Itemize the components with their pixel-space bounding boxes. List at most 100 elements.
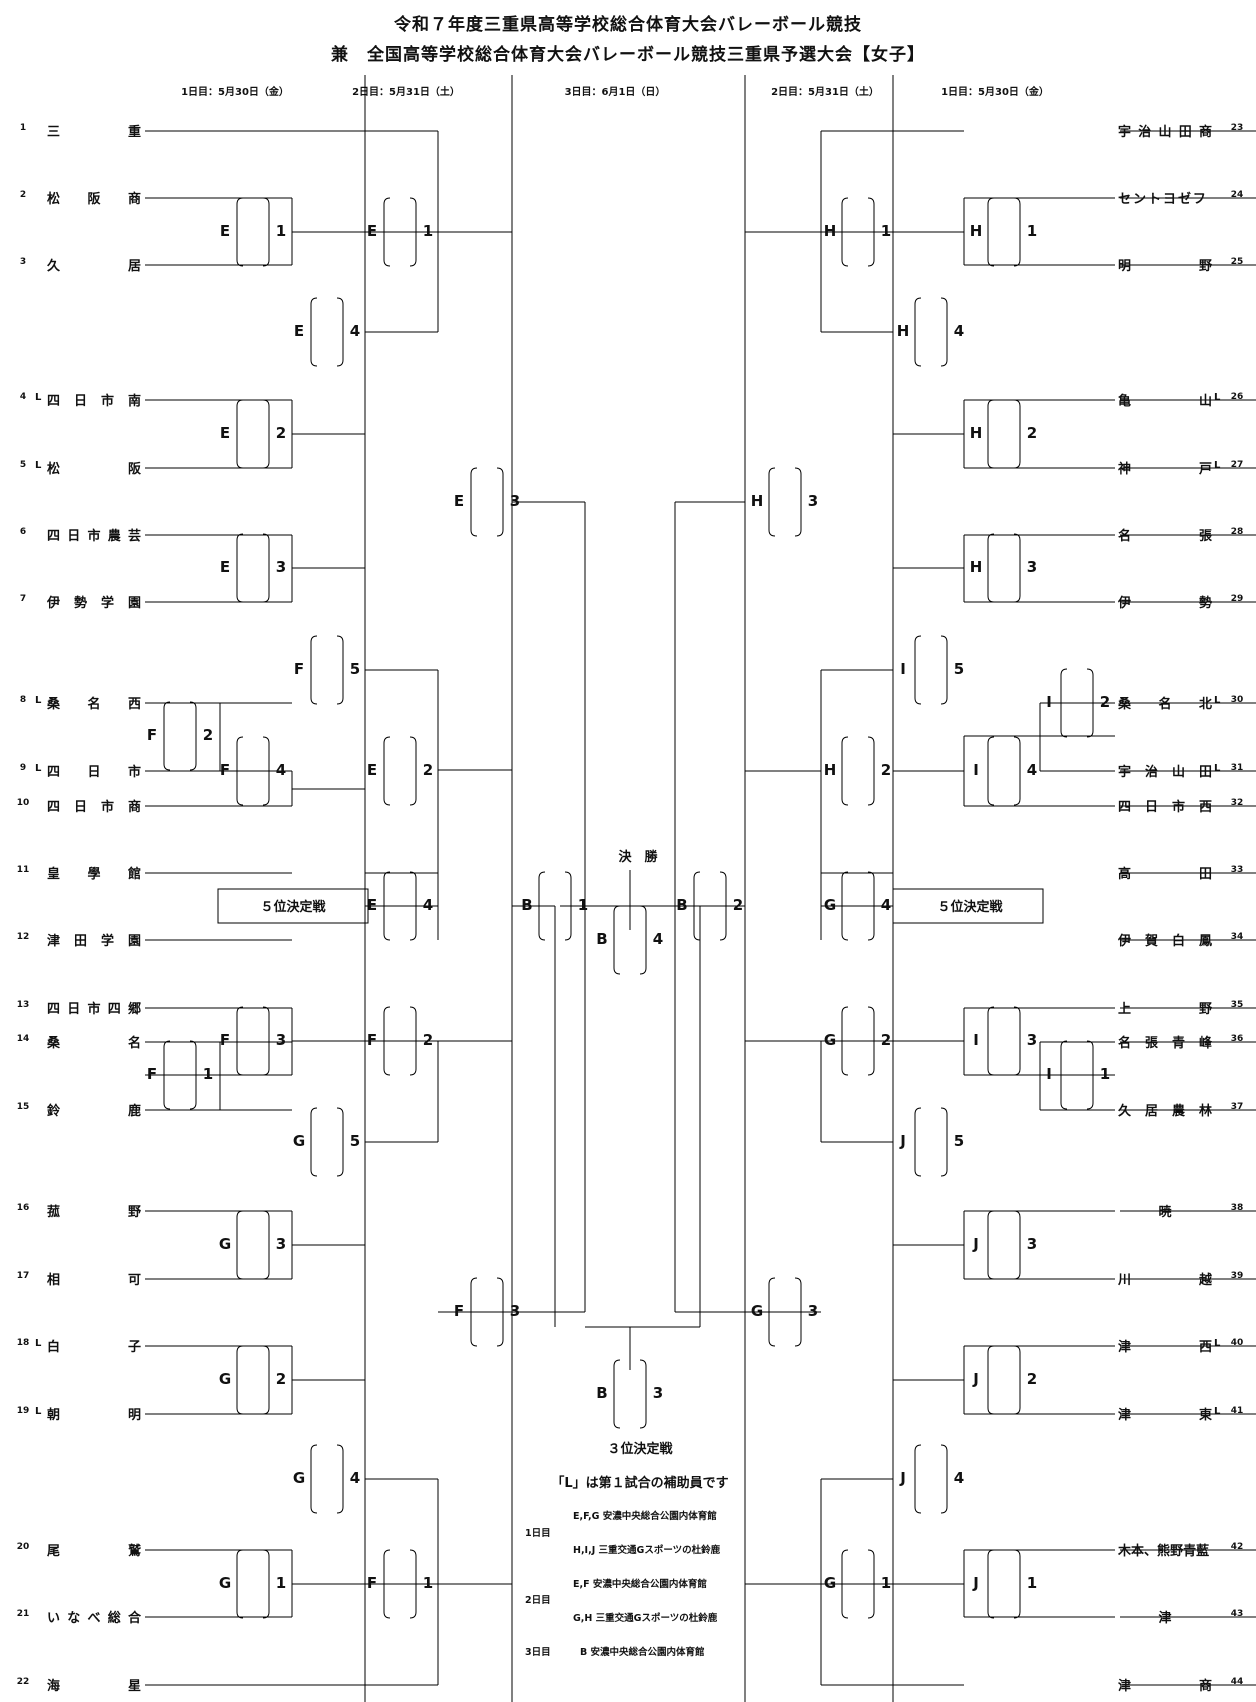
team-name: 三重 [47, 125, 141, 140]
match-35-left-bracket [914, 1107, 922, 1177]
match-30-left-bracket [841, 736, 849, 806]
match-court-label: E [453, 492, 465, 510]
helper-flag: L [35, 1338, 42, 1349]
match-number-label: 5 [349, 1132, 361, 1150]
team-name: 朝明 [47, 1408, 141, 1423]
match-24-left-bracket [987, 399, 995, 469]
match-35-right-bracket [940, 1107, 948, 1177]
team-number: 35 [1230, 1000, 1244, 1010]
match-number-label: 4 [349, 1469, 361, 1487]
match-court-label: J [973, 1574, 979, 1592]
match-27-right-bracket [940, 635, 948, 705]
team-number: 30 [1230, 695, 1244, 705]
venue-day1-line2: H,I,J 三重交通Gスポーツの杜鈴鹿 [573, 1545, 721, 1556]
day-header-center: 3日目：6月1日（日） [564, 87, 666, 98]
match-court-label: F [146, 726, 158, 744]
match-court-label: E [219, 424, 231, 442]
match-number-label: 4 [275, 761, 287, 779]
title-line-1: 令和７年度三重県高等学校総合体育大会バレーボール競技 [394, 15, 862, 35]
team-number: 37 [1230, 1102, 1244, 1112]
match-19-left-bracket [236, 1549, 244, 1619]
match-23-left-bracket [914, 297, 922, 367]
match-26-left-bracket [987, 533, 995, 603]
team-name: 名張 [1118, 529, 1212, 544]
venue-day3-line1: B 安濃中央総合公園内体育館 [580, 1647, 705, 1658]
team-name: 海星 [47, 1679, 141, 1694]
team-number: 6 [19, 527, 27, 537]
match-43-right-bracket [719, 871, 727, 941]
team-name: 宇治山田商 [1118, 125, 1212, 140]
team-name: 明野 [1118, 259, 1212, 274]
match-11-left-bracket [236, 1006, 244, 1076]
team-number: 21 [16, 1609, 30, 1619]
match-44-left-bracket [613, 905, 621, 975]
match-21-left-bracket [841, 197, 849, 267]
venue-day2-label: 2日目 [525, 1595, 551, 1606]
match-15-right-bracket [262, 1210, 270, 1280]
match-number-label: 2 [880, 1031, 892, 1049]
team-number: 29 [1230, 594, 1244, 604]
team-number: 18 [16, 1338, 30, 1348]
match-number-label: 2 [1026, 1370, 1038, 1388]
team-name: 上野 [1118, 1002, 1212, 1017]
team-name: 津田学園 [47, 934, 141, 949]
match-number-label: 2 [422, 761, 434, 779]
match-18-right-bracket [336, 1444, 344, 1514]
match-39-right-bracket [940, 1444, 948, 1514]
team-name: 津西 [1118, 1340, 1212, 1355]
match-10-right-bracket [409, 871, 417, 941]
match-court-label: E [366, 896, 378, 914]
team-number: 44 [1230, 1677, 1244, 1687]
match-number-label: 3 [1026, 1235, 1038, 1253]
day-header-left-2: 2日目：5月31日（土） [352, 87, 460, 98]
helper-flag: L [1214, 695, 1221, 706]
team-number: 12 [16, 932, 30, 942]
match-court-label: B [676, 896, 688, 914]
match-court-label: H [750, 492, 764, 510]
match-40-right-bracket [1013, 1549, 1021, 1619]
match-court-label: I [973, 1031, 979, 1049]
match-17-left-bracket [236, 1345, 244, 1415]
match-4-left-bracket [470, 467, 478, 537]
match-court-label: H [896, 322, 910, 340]
team-number: 41 [1230, 1406, 1244, 1416]
match-court-label: F [453, 1302, 465, 1320]
team-name: 伊賀白鳳 [1118, 934, 1212, 949]
match-number-label: 4 [1026, 761, 1038, 779]
match-court-label: G [292, 1469, 306, 1487]
match-number-label: 2 [275, 1370, 287, 1388]
team-name: 四日市農芸 [47, 529, 141, 544]
match-number-label: 4 [652, 930, 664, 948]
team-name: 四日市西 [1118, 800, 1212, 815]
helper-flag: L [35, 763, 42, 774]
team-name: 四日市 [47, 765, 141, 780]
match-11-right-bracket [262, 1006, 270, 1076]
team-name: 松阪 [47, 462, 141, 477]
match-44-right-bracket [639, 905, 647, 975]
match-court-label: F [366, 1031, 378, 1049]
match-number-label: 4 [349, 322, 361, 340]
match-court-label: H [969, 424, 983, 442]
match-number-label: 3 [275, 1031, 287, 1049]
helper-flag: L [35, 695, 42, 706]
match-court-label: J [973, 1370, 979, 1388]
match-court-label: E [219, 222, 231, 240]
team-number: 25 [1230, 257, 1244, 267]
match-42-right-bracket [564, 871, 572, 941]
match-court-label: E [366, 761, 378, 779]
team-name: 桑名 [47, 1036, 141, 1051]
team-number: 5 [19, 460, 27, 470]
team-number: 26 [1230, 392, 1244, 402]
team-number: 27 [1230, 460, 1244, 470]
match-4-right-bracket [496, 467, 504, 537]
match-number-label: 5 [349, 660, 361, 678]
match-6-left-bracket [310, 635, 318, 705]
match-number-label: 1 [275, 222, 287, 240]
team-name: 四日市四郷 [47, 1002, 141, 1017]
match-court-label: I [1046, 1065, 1052, 1083]
match-20-left-bracket [383, 1549, 391, 1619]
match-29-left-bracket [987, 736, 995, 806]
team-name: 桑名西 [47, 697, 141, 712]
helper-flag: L [1214, 763, 1221, 774]
